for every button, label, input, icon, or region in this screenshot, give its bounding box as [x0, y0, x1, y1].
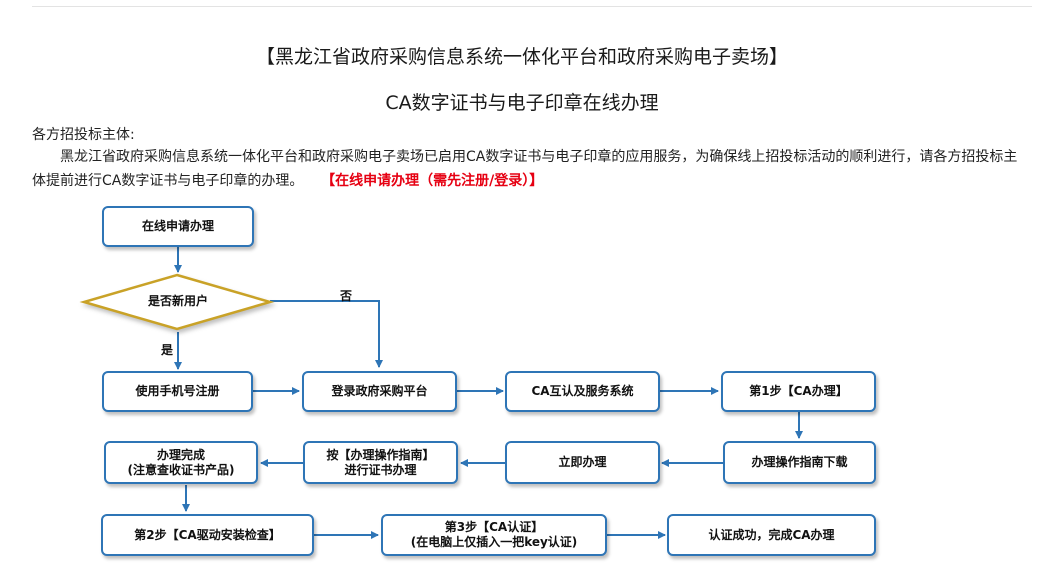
online-apply-link[interactable]: 【在线申请办理（需先注册/登录）】 [321, 173, 544, 189]
apply-now-node: 立即办理 [505, 441, 660, 484]
register-phone-node: 使用手机号注册 [102, 371, 253, 412]
intro-body-text: 黑龙江省政府采购信息系统一体化平台和政府采购电子卖场已启用CA数字证书与电子印章… [32, 149, 1018, 189]
step2-node: 第2步【CA驱动安装检查】 [101, 514, 314, 556]
process-cert-label-2: 进行证书办理 [344, 462, 417, 477]
done-label-1: 办理完成 [156, 447, 205, 462]
success-label: 认证成功，完成CA办理 [708, 527, 835, 542]
start-node: 在线申请办理 [102, 206, 254, 247]
arrow-no-to-login [270, 300, 383, 368]
intro-paragraph: 黑龙江省政府采购信息系统一体化平台和政府采购电子卖场已启用CA数字证书与电子印章… [32, 145, 1022, 193]
guide-download-label: 办理操作指南下载 [751, 455, 848, 469]
process-cert-node: 按【办理操作指南】 进行证书办理 [303, 441, 458, 484]
decision-node-label: 是否新用户 [147, 294, 208, 308]
step1-node: 第1步【CA办理】 [721, 371, 876, 412]
apply-now-label: 立即办理 [558, 455, 607, 469]
step3-label-1: 第3步【CA认证】 [444, 520, 544, 534]
step1-label: 第1步【CA办理】 [749, 384, 848, 398]
no-label: 否 [340, 289, 353, 303]
register-phone-label: 使用手机号注册 [135, 384, 220, 398]
yes-label: 是 [161, 343, 174, 357]
process-cert-label-1: 按【办理操作指南】 [326, 447, 435, 462]
ca-system-node: CA互认及服务系统 [505, 371, 660, 412]
done-node: 办理完成 (注意查收证书产品) [104, 441, 258, 484]
step3-label-2: (在电脑上仅插入一把key认证) [410, 535, 578, 549]
top-divider [32, 6, 1032, 7]
success-node: 认证成功，完成CA办理 [667, 514, 876, 556]
page-title: 【黑龙江省政府采购信息系统一体化平台和政府采购电子卖场】 [255, 46, 788, 68]
login-platform-label: 登录政府采购平台 [331, 384, 428, 398]
guide-download-node: 办理操作指南下载 [723, 441, 876, 484]
salutation-text: 各方招投标主体: [32, 127, 135, 143]
login-platform-node: 登录政府采购平台 [302, 371, 457, 412]
done-label-2: (注意查收证书产品) [127, 462, 235, 477]
step2-label: 第2步【CA驱动安装检查】 [134, 527, 281, 542]
start-node-label: 在线申请办理 [141, 219, 214, 233]
page-subtitle: CA数字证书与电子印章在线办理 [385, 92, 659, 114]
ca-system-label: CA互认及服务系统 [531, 384, 634, 398]
step3-node: 第3步【CA认证】 (在电脑上仅插入一把key认证) [381, 514, 607, 556]
